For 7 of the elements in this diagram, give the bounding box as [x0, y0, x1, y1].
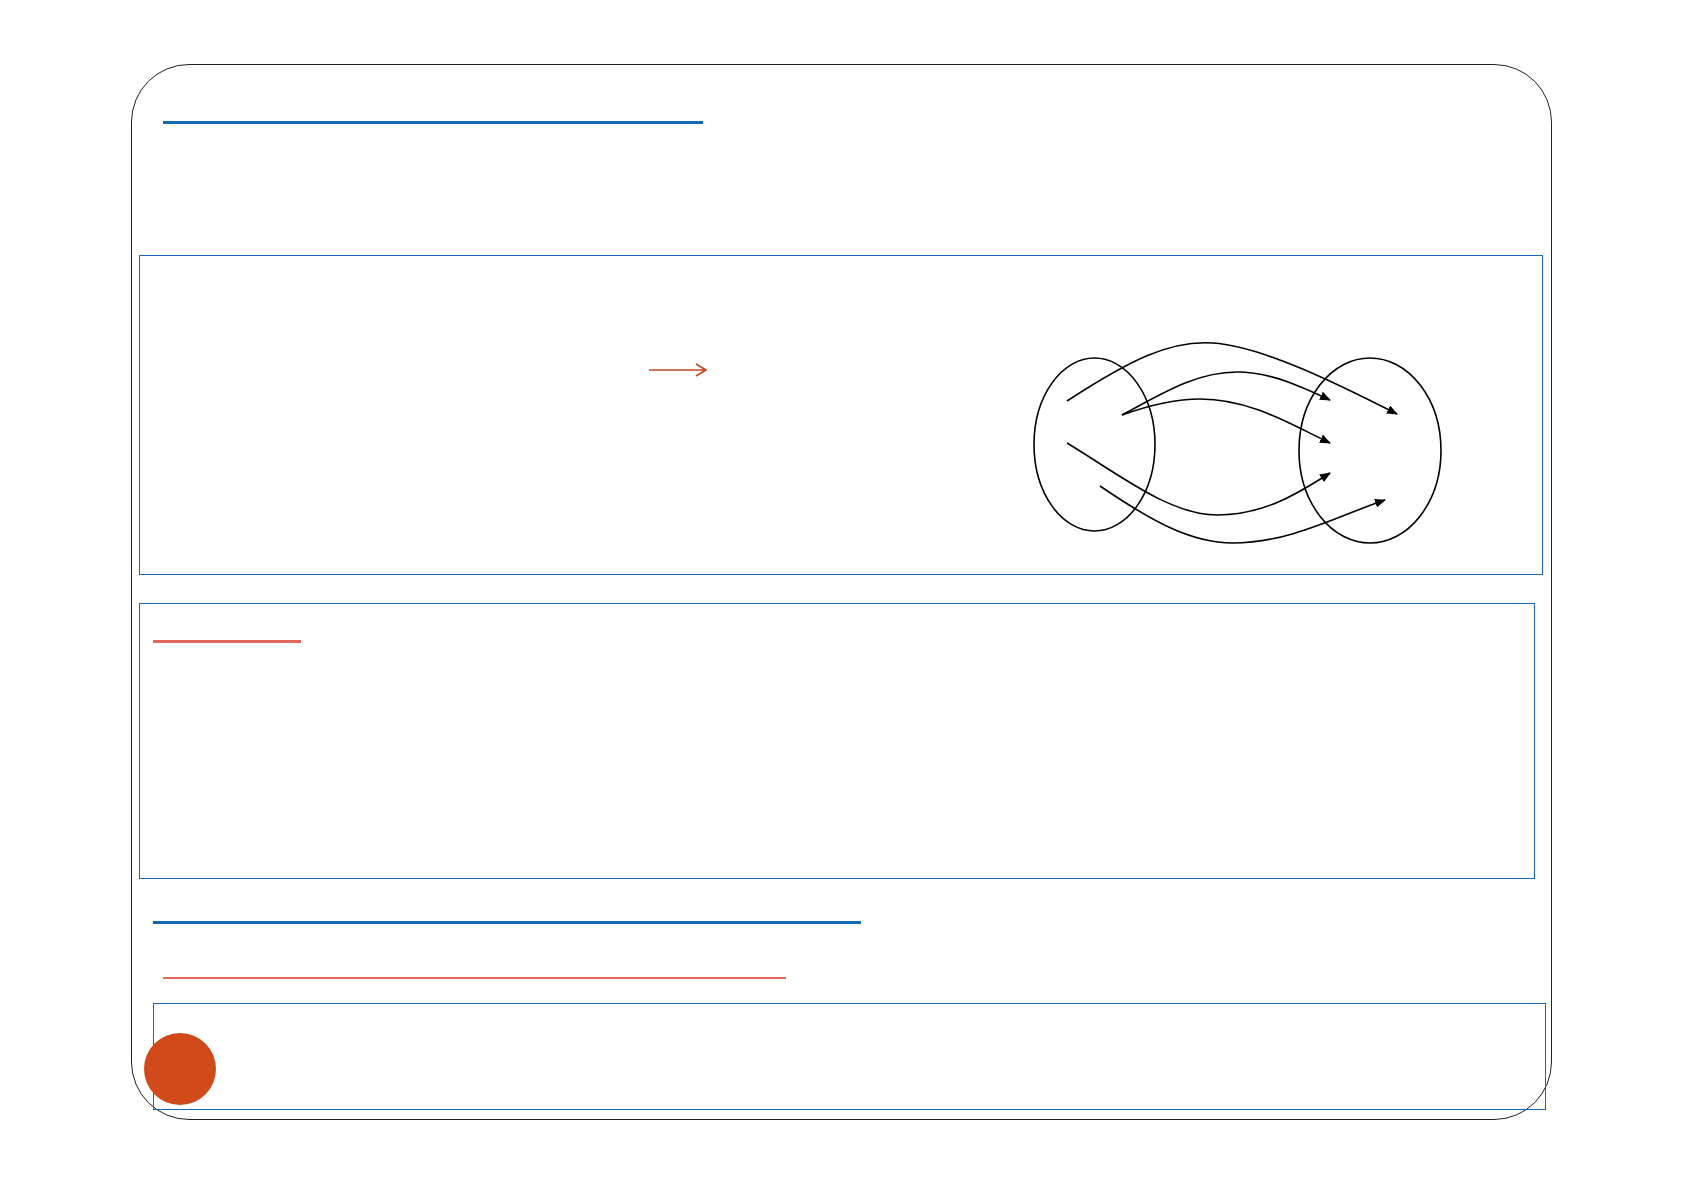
set-ellipse — [1298, 357, 1442, 544]
set-ellipse — [1033, 357, 1156, 532]
arrow — [1066, 442, 1331, 516]
arrow — [1066, 341, 1398, 415]
arrow — [1121, 398, 1331, 444]
arrow — [1099, 485, 1386, 544]
arrow — [1121, 371, 1331, 416]
